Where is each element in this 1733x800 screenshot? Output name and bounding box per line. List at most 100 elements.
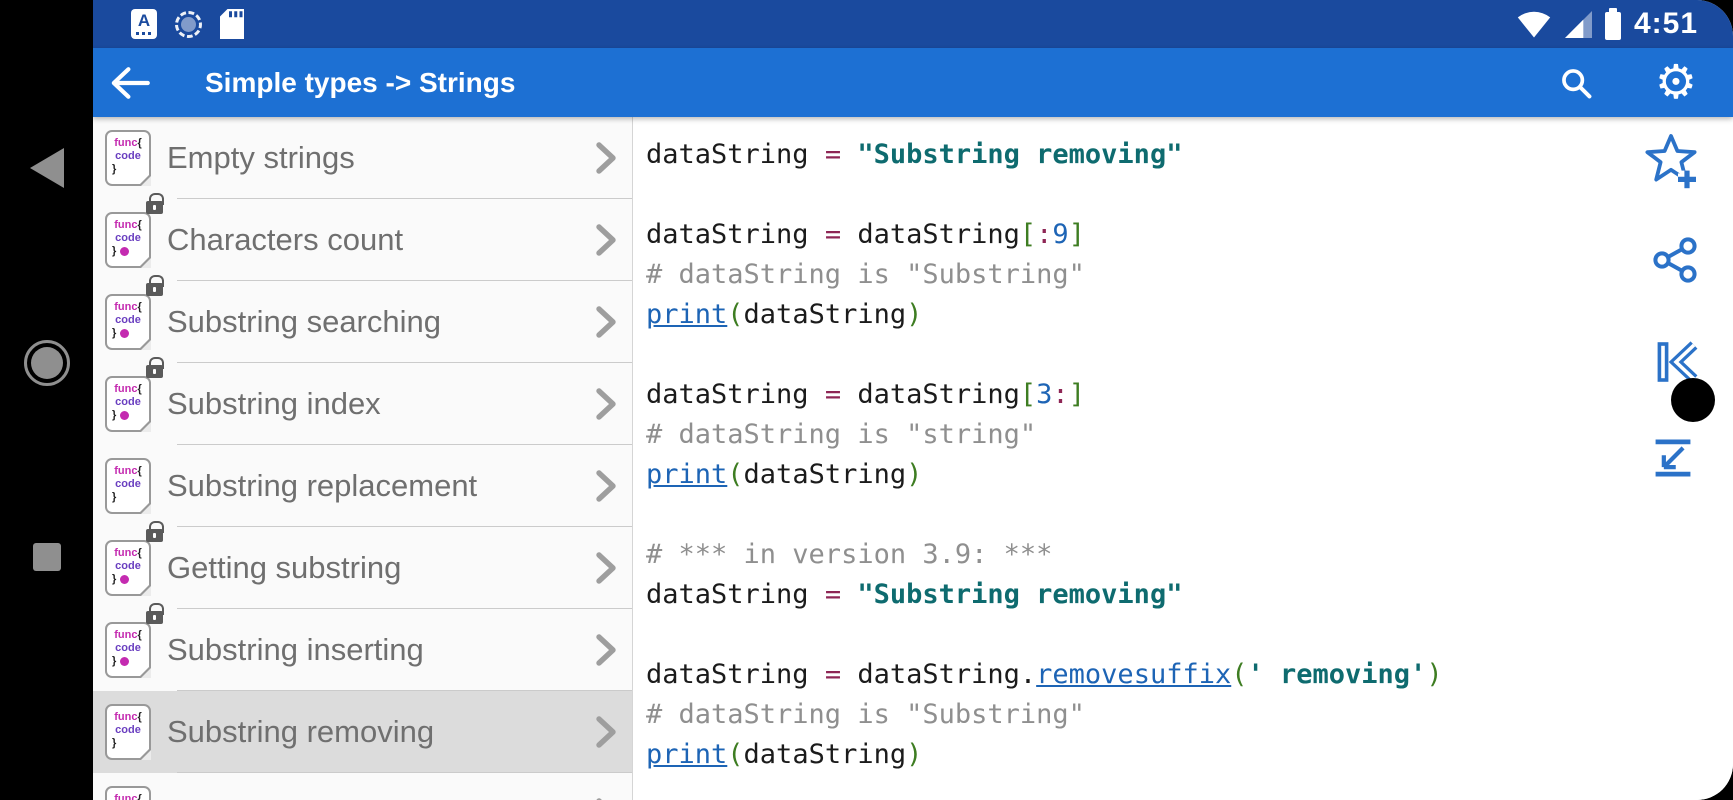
battery-icon	[1604, 7, 1621, 40]
lock-icon	[146, 193, 164, 214]
code-line	[646, 175, 1733, 215]
code-panel[interactable]: dataString = "Substring removing" dataStr…	[633, 117, 1733, 800]
list-item[interactable]: func{code}Substring searching	[93, 275, 632, 363]
lock-icon	[146, 357, 164, 378]
add-favorite-button[interactable]	[1643, 133, 1701, 193]
back-triangle-icon	[29, 148, 64, 188]
list-item[interactable]: func{code}Substring inserting	[93, 603, 632, 691]
go-to-first-icon	[1657, 341, 1698, 383]
nav-home-button[interactable]	[0, 328, 93, 398]
code-snippet-icon: func{code}	[105, 704, 151, 760]
page-title: Simple types -> Strings	[205, 66, 516, 98]
folded-corner	[138, 419, 151, 432]
code-line: # *** in version 3.9: ***	[646, 539, 1053, 570]
list-item-label: Substring removing	[167, 714, 435, 749]
recents-square-icon	[32, 543, 61, 571]
folded-corner	[138, 255, 151, 268]
progress-dot	[120, 657, 130, 666]
collapse-panel-icon	[1655, 439, 1691, 477]
chevron-right-icon	[596, 224, 616, 256]
code-snippet-icon: func{code}	[105, 458, 151, 514]
status-system-icons: 4:51	[1516, 7, 1698, 41]
code-line: dataString = dataString.removesuffix(' r…	[646, 659, 1443, 690]
lock-icon	[146, 521, 164, 542]
app-screen: A 4:51 Simple types ->	[93, 0, 1733, 800]
chevron-right-icon	[596, 388, 616, 420]
folded-corner	[138, 747, 151, 760]
code-snippet-icon: func{code}	[105, 130, 151, 186]
code-snippet-icon: func{code}	[105, 357, 164, 432]
folded-corner	[138, 173, 151, 186]
code-line: print(dataString)	[646, 459, 923, 490]
go-to-first-button[interactable]	[1653, 338, 1701, 386]
navigation-bar	[0, 0, 93, 800]
lock-icon	[146, 275, 164, 296]
add-favorite-star-icon	[1645, 134, 1697, 189]
status-bar: A 4:51	[93, 0, 1733, 48]
folded-corner	[138, 583, 151, 596]
code-line: dataString = dataString[3:]	[646, 379, 1085, 410]
share-icon	[1653, 237, 1697, 283]
sd-card-icon	[220, 9, 244, 39]
chevron-right-icon	[596, 552, 616, 584]
list-item-label: Getting substring	[167, 550, 402, 585]
list-item-label: Substring searching	[167, 304, 441, 339]
list-item[interactable]: func{code} Substring replacement	[93, 445, 632, 527]
chevron-right-icon	[596, 470, 616, 502]
status-notification-icons: A	[131, 9, 244, 39]
code-line	[646, 495, 1733, 535]
chevron-right-icon	[596, 142, 616, 174]
chevron-right-icon	[596, 634, 616, 666]
progress-dot	[120, 411, 130, 420]
app-bar: Simple types -> Strings ⚙	[93, 48, 1733, 117]
code-line	[646, 335, 1733, 375]
folded-corner	[138, 665, 151, 678]
nav-recents-button[interactable]	[0, 522, 93, 592]
code-line: # dataString is "string"	[646, 419, 1037, 450]
list-item-label: Substring replacement	[167, 468, 478, 503]
back-button[interactable]	[109, 66, 151, 100]
list-item-label: Empty strings	[167, 140, 355, 175]
nav-back-button[interactable]	[0, 133, 93, 203]
list-item[interactable]: func{code} Empty strings	[93, 117, 632, 199]
wifi-icon	[1517, 11, 1551, 38]
cell-signal-icon	[1564, 10, 1592, 38]
clock: 4:51	[1633, 7, 1698, 40]
share-button[interactable]	[1651, 236, 1699, 284]
folded-corner	[138, 337, 151, 350]
collapse-panel-button[interactable]	[1651, 436, 1695, 480]
code-line: dataString = dataString[:9]	[646, 219, 1085, 250]
record-indicator-dot	[1671, 378, 1715, 422]
list-item[interactable]: func{code}Getting substring	[93, 521, 632, 609]
list-item-label: Characters count	[167, 222, 404, 257]
list-item[interactable]: func{code}Characters count	[93, 193, 632, 281]
list-item-label: Substring inserting	[167, 632, 424, 667]
code-snippet-icon: func{code}	[105, 603, 164, 678]
loading-notification-icon	[175, 10, 202, 38]
list-item[interactable]: func{code}Substring index	[93, 357, 632, 445]
code-snippet-icon: func{code}	[105, 786, 151, 800]
code-line: dataString = "Substring removing"	[646, 579, 1183, 610]
code-line: print(dataString)	[646, 299, 923, 330]
progress-dot	[120, 247, 130, 256]
list-item[interactable]: func{code} Substring removing	[93, 691, 632, 773]
code-line: # dataString is "Substring"	[646, 699, 1085, 730]
search-button[interactable]	[1559, 66, 1593, 100]
code-line	[646, 615, 1733, 655]
code-snippet-icon: func{code}	[105, 275, 164, 350]
code-snippet-icon: func{code}	[105, 521, 164, 596]
progress-dot	[120, 329, 130, 338]
list-item-label: Substring index	[167, 386, 381, 421]
settings-button[interactable]: ⚙	[1654, 55, 1697, 110]
folded-corner	[138, 501, 151, 514]
chevron-right-icon	[596, 306, 616, 338]
code-snippet-icon: func{code}	[105, 193, 164, 268]
translator-notification-icon: A	[131, 9, 157, 39]
lock-icon	[146, 603, 164, 624]
list-item[interactable]: func{code}	[93, 773, 632, 800]
code-line: print(dataString)	[646, 739, 923, 770]
chevron-right-icon	[596, 716, 616, 748]
